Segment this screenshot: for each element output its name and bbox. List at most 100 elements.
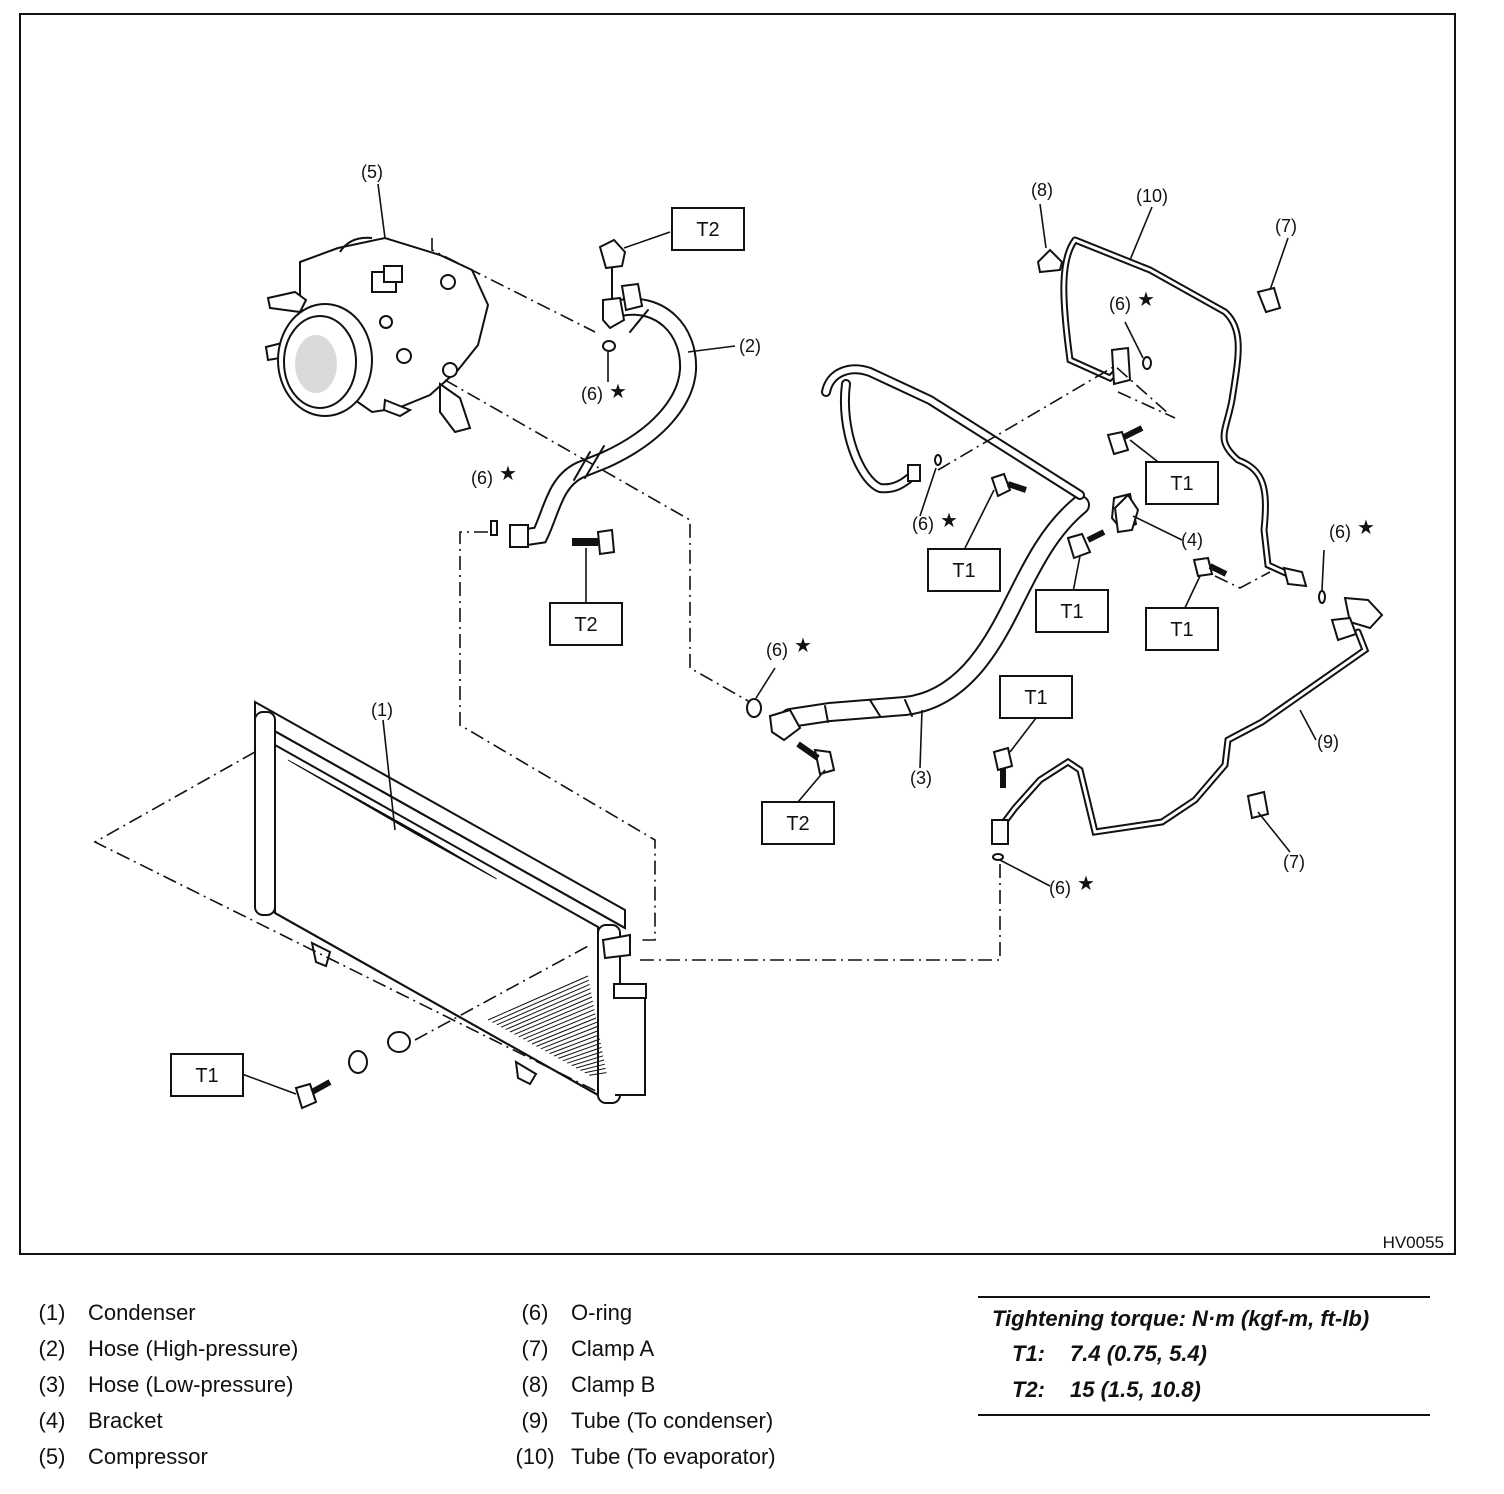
- legend-name: Clamp B: [571, 1372, 656, 1397]
- bolt-hose-low-upper: [990, 472, 1027, 498]
- legend-num: (9): [521, 1408, 549, 1433]
- callout-9: (9): [1317, 732, 1339, 752]
- tag-t2-top-text: T2: [696, 219, 719, 241]
- tag-t2-bottom: [761, 801, 835, 845]
- star-6-tube-end: ★: [1357, 515, 1375, 539]
- bolt-evaporator-bracket: [1106, 425, 1144, 456]
- o-ring-condenser-hose: [490, 520, 498, 536]
- torque-key: T1:: [1012, 1341, 1045, 1366]
- callout-10: (10): [1136, 186, 1168, 206]
- callout-6-center: (6): [912, 514, 934, 534]
- callout-2: (2): [739, 336, 761, 356]
- tag-t1-bracket-left: [927, 548, 1001, 592]
- tag-t1-evap-text: T1: [1170, 473, 1193, 495]
- hose-high-fittings: [509, 238, 644, 548]
- star-6-compressor: ★: [609, 379, 627, 403]
- tube-to-condenser: [996, 628, 1370, 836]
- callout-5: (5): [361, 162, 383, 182]
- legend-name: Tube (To condenser): [571, 1408, 774, 1433]
- condenser: [254, 700, 647, 1104]
- star-6-center: ★: [940, 508, 958, 532]
- condenser-tube-fittings: [991, 596, 1384, 845]
- diagram-frame: [19, 13, 1456, 1255]
- torque-key: T2:: [1012, 1377, 1045, 1402]
- tag-t1-condenser-tube: [999, 675, 1073, 719]
- condenser-bushing: [348, 1031, 411, 1074]
- star-6-condenser: ★: [1077, 871, 1095, 895]
- legend-num: (8): [521, 1372, 549, 1397]
- bolt-tube-evaporator: [1192, 556, 1228, 578]
- legend-item: (2)Hose (High-pressure): [22, 1331, 299, 1367]
- o-ring-low-pressure: [746, 698, 762, 718]
- callout-8: (8): [1031, 180, 1053, 200]
- o-ring-tube-condenser: [992, 853, 1004, 861]
- callout-labels: (5) (2) (1) (4) (8) (10) (7) (9) (7) (3)…: [361, 162, 1375, 898]
- clamp-b: [1036, 248, 1064, 274]
- callout-4: (4): [1181, 530, 1203, 550]
- bolts: [294, 425, 1228, 1110]
- legend-name: O-ring: [571, 1300, 633, 1325]
- legend-item: (7) Clamp A: [505, 1331, 776, 1367]
- callout-7-lower: (7): [1283, 852, 1305, 872]
- tag-t1-evap: [1145, 461, 1219, 505]
- callout-1: (1): [371, 700, 393, 720]
- figure-id: HV0055: [1383, 1233, 1444, 1252]
- legend-name: Clamp A: [571, 1336, 655, 1361]
- callout-6-compressor: (6): [581, 384, 603, 404]
- condenser-fins: [287, 759, 607, 1076]
- tag-t1-condenser-tube-text: T1: [1024, 687, 1047, 709]
- tag-t1-evap-right: [1145, 607, 1219, 651]
- legend-name: Compressor: [88, 1444, 208, 1469]
- legend-name: Tube (To evaporator): [571, 1444, 776, 1469]
- torque-row-t2: T2:15 (1.5, 10.8): [1012, 1372, 1430, 1408]
- tag-t1-bracket: [1035, 589, 1109, 633]
- tag-t2-mid: [549, 602, 623, 646]
- o-ring-center: [934, 454, 942, 466]
- legend-num: (4): [38, 1408, 66, 1433]
- legend-name: Condenser: [88, 1300, 196, 1325]
- legend-num: (7): [521, 1336, 549, 1361]
- bolt-compressor-t2-bottom: [572, 528, 616, 556]
- tube-to-evaporator: [1060, 236, 1294, 579]
- star-6-evap: ★: [1137, 287, 1155, 311]
- legend-name: Hose (Low-pressure): [88, 1372, 294, 1397]
- star-6-hose: ★: [499, 461, 517, 485]
- legend-item: (3) Hose (Low-pressure): [22, 1367, 298, 1403]
- bolt-bracket: [1066, 529, 1106, 560]
- tag-t1-evap-right-text: T1: [1170, 619, 1193, 641]
- callout-7-upper: (7): [1275, 216, 1297, 236]
- o-ring-evaporator: [1142, 356, 1152, 370]
- legend-item: (9) Tube (To condenser): [505, 1403, 776, 1439]
- legend-item: (5)Compressor: [22, 1439, 298, 1475]
- low-pressure-pipe: [821, 364, 1085, 500]
- legend-item: (1) Condenser: [22, 1295, 298, 1331]
- leader-lines: [241, 183, 1325, 1095]
- legend-left: (1) Condenser (2)Hose (High-pressure) (3)…: [22, 1295, 299, 1475]
- bolt-condenser-t1: [294, 1079, 332, 1110]
- compressor: [264, 236, 490, 434]
- legend-num: (10): [515, 1444, 555, 1469]
- legend-item: (8) Clamp B: [505, 1367, 776, 1403]
- callout-6-condenser: (6): [1049, 878, 1071, 898]
- tag-t2-top: [671, 207, 745, 251]
- callout-6-tube-end: (6): [1329, 522, 1351, 542]
- legend-item: (10) Tube (To evaporator): [505, 1439, 776, 1475]
- torque-row-t1: T1: 7.4 (0.75, 5.4): [1012, 1336, 1430, 1372]
- tag-t1-bracket-left-text: T1: [952, 560, 975, 582]
- torque-tag-text: T2 T2 T2 T1 T1 T1 T1 T1 T1: [195, 219, 1193, 1087]
- tag-t1-condenser-text: T1: [195, 1065, 218, 1087]
- evaporator-fittings: [1110, 346, 1308, 588]
- callout-6-evap: (6): [1109, 294, 1131, 314]
- tag-t2-mid-text: T2: [574, 614, 597, 636]
- legend-item: (4)Bracket: [22, 1403, 298, 1439]
- star-6-low: ★: [794, 633, 812, 657]
- tag-t2-bottom-text: T2: [786, 813, 809, 835]
- callout-6-low: (6): [766, 640, 788, 660]
- legend-num: (3): [38, 1372, 66, 1397]
- legend-num: (6): [521, 1300, 549, 1325]
- legend-num: (1): [38, 1300, 66, 1325]
- torque-title: Tightening torque: N·m (kgf-m, ft-lb): [992, 1306, 1370, 1331]
- hose-high-pressure: [511, 297, 698, 547]
- torque-value: 7.4 (0.75, 5.4): [1070, 1341, 1207, 1366]
